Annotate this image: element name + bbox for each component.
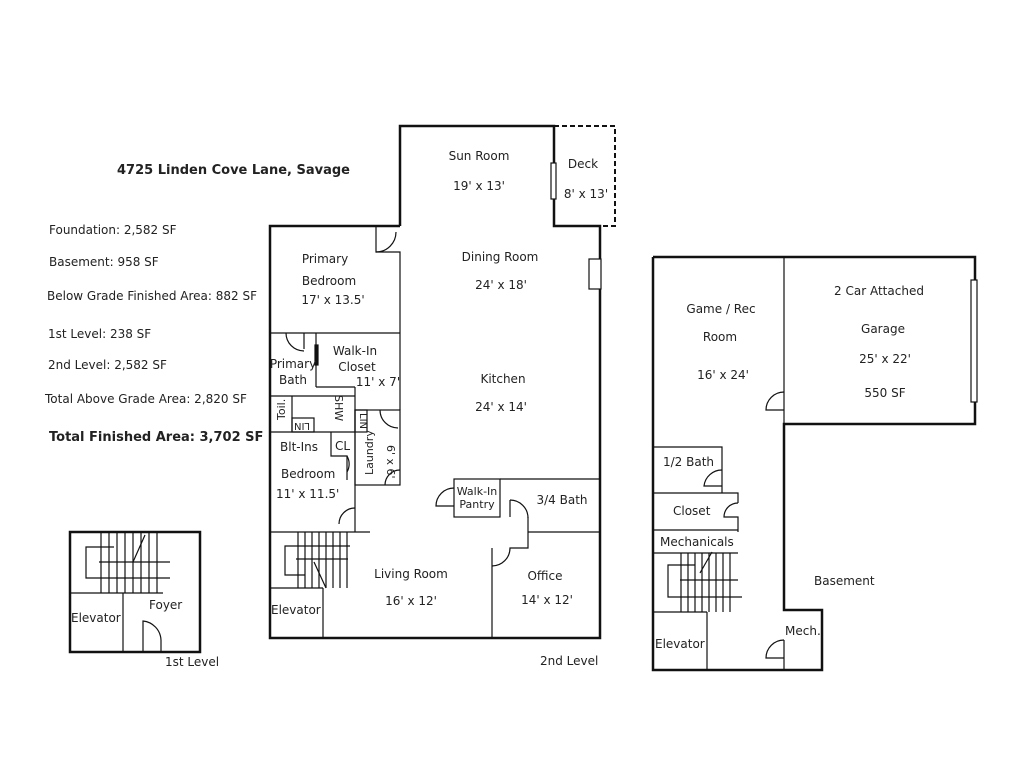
primary-bedroom-label-1: Primary <box>301 252 349 266</box>
basement-closet-label: Closet <box>673 504 711 518</box>
dining-room-label: Dining Room <box>461 250 539 264</box>
primary-bath-label-1: Primary <box>269 357 317 371</box>
walk-in-closet-label-2: Closet <box>338 360 376 374</box>
game-rec-label-1: Game / Rec <box>686 302 756 316</box>
basement-area: Basement: 958 SF <box>49 255 159 269</box>
game-rec-dims: 16' x 24' <box>697 368 749 382</box>
living-room-dims: 16' x 12' <box>385 594 437 608</box>
garage-dims: 25' x 22' <box>859 352 911 366</box>
laundry-label: Laundry <box>363 430 376 475</box>
below-grade-area: Below Grade Finished Area: 882 SF <box>47 289 258 303</box>
mechanicals-label: Mechanicals <box>660 535 734 549</box>
deck-label: Deck <box>567 157 599 171</box>
bedroom-dims: 11' x 11.5' <box>276 487 340 501</box>
garage-door <box>970 279 978 403</box>
first-level-outer-wall <box>68 530 202 654</box>
kitchen-label: Kitchen <box>480 372 526 386</box>
primary-bedroom-dims: 17' x 13.5' <box>301 293 365 307</box>
second-level-caption: 2nd Level <box>540 654 599 668</box>
shower-label: SHW <box>332 395 345 422</box>
built-ins-label: Blt-Ins <box>280 440 318 454</box>
primary-bedroom-label-2: Bedroom <box>301 274 357 288</box>
linen-label-2: LIN <box>357 413 368 430</box>
primary-bath-label-2: Bath <box>279 373 307 387</box>
second-elevator-label: Elevator <box>271 603 321 617</box>
first-elevator-label: Elevator <box>71 611 121 625</box>
bedroom-label: Bedroom <box>281 467 336 481</box>
total-finished-area: Total Finished Area: 3,702 SF <box>49 430 264 445</box>
laundry-dims: 6' x 6' <box>384 445 397 479</box>
garage-label-2: Garage <box>861 322 905 336</box>
walk-in-closet-label-1: Walk-In <box>332 344 378 358</box>
half-bath-label: 1/2 Bath <box>663 455 715 469</box>
deck-dims: 8' x 13' <box>563 187 609 201</box>
basement-caption: Basement <box>814 574 875 588</box>
garage-label-1: 2 Car Attached <box>834 284 924 298</box>
basement-elevator-label: Elevator <box>655 637 705 651</box>
second-level-stairs <box>284 532 350 589</box>
deck-outline <box>554 125 616 227</box>
walk-in-pantry-label-2: Pantry <box>459 498 495 511</box>
dining-window <box>588 258 602 290</box>
foundation-area: Foundation: 2,582 SF <box>49 223 177 237</box>
first-level-caption: 1st Level <box>165 655 220 669</box>
sun-room-dims: 19' x 13' <box>453 179 505 193</box>
second-level-outer-wall <box>268 124 602 640</box>
walk-in-closet-dims: 11' x 7' <box>355 375 401 389</box>
office-dims: 14' x 12' <box>521 593 573 607</box>
sun-room-slider <box>550 162 557 200</box>
sun-room-label: Sun Room <box>448 149 510 163</box>
office-label: Office <box>527 569 563 583</box>
dining-room-dims: 24' x 18' <box>475 278 527 292</box>
three-quarter-bath-label: 3/4 Bath <box>536 493 588 507</box>
toilet-label: Toil. <box>275 398 288 420</box>
kitchen-dims: 24' x 14' <box>475 400 527 414</box>
linen-label-1: LIN <box>294 420 311 431</box>
closet-label: CL <box>335 439 351 453</box>
first-level-stairs <box>85 532 170 593</box>
game-rec-label-2: Room <box>702 330 738 344</box>
basement-stairs <box>667 551 742 612</box>
foyer-label: Foyer <box>149 598 183 612</box>
second-level-area: 2nd Level: 2,582 SF <box>48 358 167 372</box>
walk-in-pantry-label-1: Walk-In <box>456 485 498 498</box>
mech-label: Mech. <box>785 624 821 638</box>
property-address: 4725 Linden Cove Lane, Savage <box>117 163 350 178</box>
first-level-area: 1st Level: 238 SF <box>48 327 152 341</box>
living-room-label: Living Room <box>374 567 448 581</box>
garage-area: 550 SF <box>864 386 906 400</box>
total-above-grade-area: Total Above Grade Area: 2,820 SF <box>45 392 247 406</box>
